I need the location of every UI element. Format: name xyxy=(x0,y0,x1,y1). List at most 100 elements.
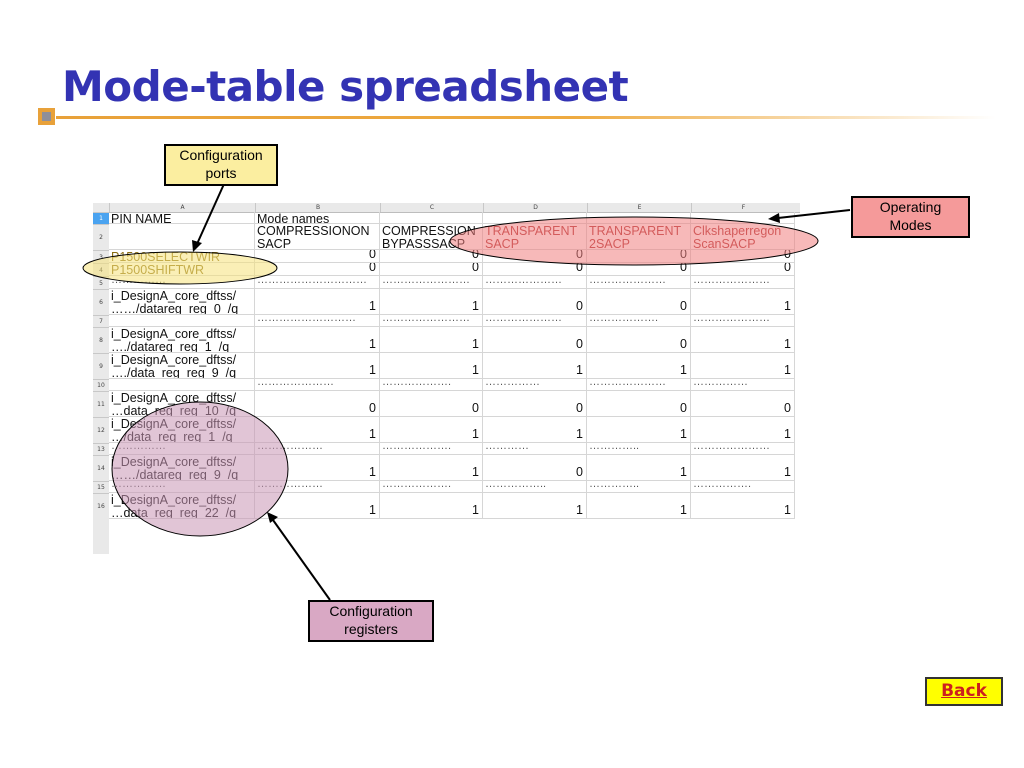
cell-value[interactable]: ………………… xyxy=(691,443,795,455)
cell-mode-name[interactable]: COMPRESSIONON SACP xyxy=(255,224,380,250)
column-header-c[interactable]: C xyxy=(380,203,483,212)
column-header-a[interactable]: A xyxy=(109,203,255,212)
cell-value[interactable]: 0 xyxy=(587,263,691,276)
cell-value[interactable]: ……………… xyxy=(255,443,380,455)
cell-value[interactable]: 1 xyxy=(483,493,587,519)
cell-value[interactable]: 1 xyxy=(483,353,587,379)
cell-value[interactable]: 0 xyxy=(483,263,587,276)
cell-value[interactable]: 1 xyxy=(380,493,483,519)
row-header[interactable]: 6 xyxy=(93,289,109,315)
column-header-e[interactable]: E xyxy=(587,203,691,212)
cell-pin-name-header[interactable]: PIN NAME xyxy=(109,212,255,224)
configuration-registers-callout: Configuration registers xyxy=(308,600,434,642)
cell-pin-name[interactable] xyxy=(109,315,255,327)
cell-value[interactable]: ………….. xyxy=(587,443,691,455)
cell-value[interactable]: ……………. xyxy=(691,481,795,493)
row-header[interactable]: 11 xyxy=(93,391,109,417)
cell-pin-name[interactable]: i_DesignA_core_dftss/ ……/datareg_reg_0_/… xyxy=(109,289,255,315)
cell-value[interactable]: 0 xyxy=(483,455,587,481)
cell-value[interactable]: …………… xyxy=(483,379,587,391)
cell-value[interactable]: 1 xyxy=(380,455,483,481)
cell-value[interactable]: 0 xyxy=(380,263,483,276)
cell-value[interactable]: 1 xyxy=(691,455,795,481)
cell-value[interactable]: 1 xyxy=(691,289,795,315)
cell-value[interactable]: ………………… xyxy=(483,276,587,289)
cell-value[interactable]: 1 xyxy=(587,455,691,481)
row-header[interactable]: 7 xyxy=(93,315,109,327)
cell-value[interactable]: 0 xyxy=(587,327,691,353)
cell-value[interactable]: 1 xyxy=(587,493,691,519)
cell-value[interactable]: …………………… xyxy=(380,315,483,327)
cell-value[interactable]: ………….. xyxy=(587,481,691,493)
cell-value[interactable]: 1 xyxy=(380,289,483,315)
row-header[interactable]: 12 xyxy=(93,417,109,443)
column-header-f[interactable]: F xyxy=(691,203,795,212)
row-header[interactable]: 8 xyxy=(93,327,109,353)
cell-value[interactable]: 0 xyxy=(691,391,795,417)
cell-value[interactable]: 0 xyxy=(255,391,380,417)
cell-value[interactable]: 1 xyxy=(691,327,795,353)
cell-value[interactable]: 1 xyxy=(380,353,483,379)
cell-value[interactable]: 1 xyxy=(587,417,691,443)
cell-value[interactable]: 1 xyxy=(255,289,380,315)
row-header[interactable]: 14 xyxy=(93,455,109,481)
cell-value[interactable]: 1 xyxy=(691,417,795,443)
cell-value[interactable]: ……………… xyxy=(255,481,380,493)
cell-value[interactable]: 0 xyxy=(380,250,483,263)
cell-value[interactable]: 1 xyxy=(255,493,380,519)
cell-value[interactable]: ………………… xyxy=(587,276,691,289)
cell-value[interactable]: 0 xyxy=(691,263,795,276)
cell-value[interactable]: 1 xyxy=(380,327,483,353)
row-header[interactable]: 13 xyxy=(93,443,109,455)
row-header[interactable]: 3 xyxy=(93,250,109,263)
cell-value[interactable]: 1 xyxy=(255,455,380,481)
cell-value[interactable]: 0 xyxy=(483,327,587,353)
cell-value[interactable]: …………………… xyxy=(380,276,483,289)
row-header[interactable]: 1 xyxy=(93,212,109,224)
cell-value[interactable]: 0 xyxy=(483,289,587,315)
cell-value[interactable]: ………………. xyxy=(380,443,483,455)
row-header[interactable]: 10 xyxy=(93,379,109,391)
cell-value[interactable]: 0 xyxy=(587,289,691,315)
cell-mode-names-header[interactable]: Mode names xyxy=(255,212,380,224)
cell-value[interactable]: ………………… xyxy=(255,379,380,391)
cell-value[interactable]: ………………. xyxy=(587,315,691,327)
cell-value[interactable]: …………… xyxy=(691,379,795,391)
cell-value[interactable]: 0 xyxy=(255,250,380,263)
cell-pin-name[interactable]: i_DesignA_core_dftss/ …./datareg_reg_1_/… xyxy=(109,327,255,353)
cell-value[interactable]: 1 xyxy=(483,417,587,443)
row-header[interactable]: 9 xyxy=(93,353,109,379)
cell-value[interactable]: ………………… xyxy=(587,379,691,391)
cell-value[interactable]: 0 xyxy=(380,391,483,417)
cell-pin-name[interactable]: i_DesignA_core_dftss/ …./data_reg_reg_9_… xyxy=(109,353,255,379)
cell-value[interactable]: 1 xyxy=(380,417,483,443)
cell-value[interactable]: 1 xyxy=(691,353,795,379)
row-header[interactable]: 2 xyxy=(93,224,109,250)
cell-value[interactable]: ………………. xyxy=(380,481,483,493)
cell-value[interactable]: 0 xyxy=(691,250,795,263)
cell-value[interactable]: 0 xyxy=(483,391,587,417)
cell-value[interactable]: 1 xyxy=(255,417,380,443)
cell-value[interactable]: ………………… xyxy=(483,315,587,327)
cell-value[interactable]: 1 xyxy=(255,327,380,353)
cell-value[interactable]: ………………… xyxy=(691,276,795,289)
cell-value[interactable]: ……………………… xyxy=(255,315,380,327)
cell-value[interactable]: ………… xyxy=(483,443,587,455)
cell-value[interactable]: 1 xyxy=(691,493,795,519)
back-button[interactable]: Back xyxy=(925,677,1003,706)
cell-empty[interactable] xyxy=(109,224,255,250)
cell-value[interactable]: ………………. xyxy=(380,379,483,391)
cell-value[interactable]: 0 xyxy=(587,391,691,417)
cell-pin-name[interactable] xyxy=(109,379,255,391)
cell-value[interactable]: 0 xyxy=(255,263,380,276)
row-header[interactable]: 15 xyxy=(93,481,109,493)
cell-value[interactable]: 1 xyxy=(255,353,380,379)
cell-value[interactable]: ………………… xyxy=(691,315,795,327)
cell-empty[interactable] xyxy=(380,212,483,224)
cell-value[interactable]: ………………………… xyxy=(255,276,380,289)
column-header-b[interactable]: B xyxy=(255,203,380,212)
column-header-d[interactable]: D xyxy=(483,203,587,212)
cell-value[interactable]: 1 xyxy=(587,353,691,379)
cell-value[interactable]: …………….. xyxy=(483,481,587,493)
row-header[interactable]: 16 xyxy=(93,493,109,519)
